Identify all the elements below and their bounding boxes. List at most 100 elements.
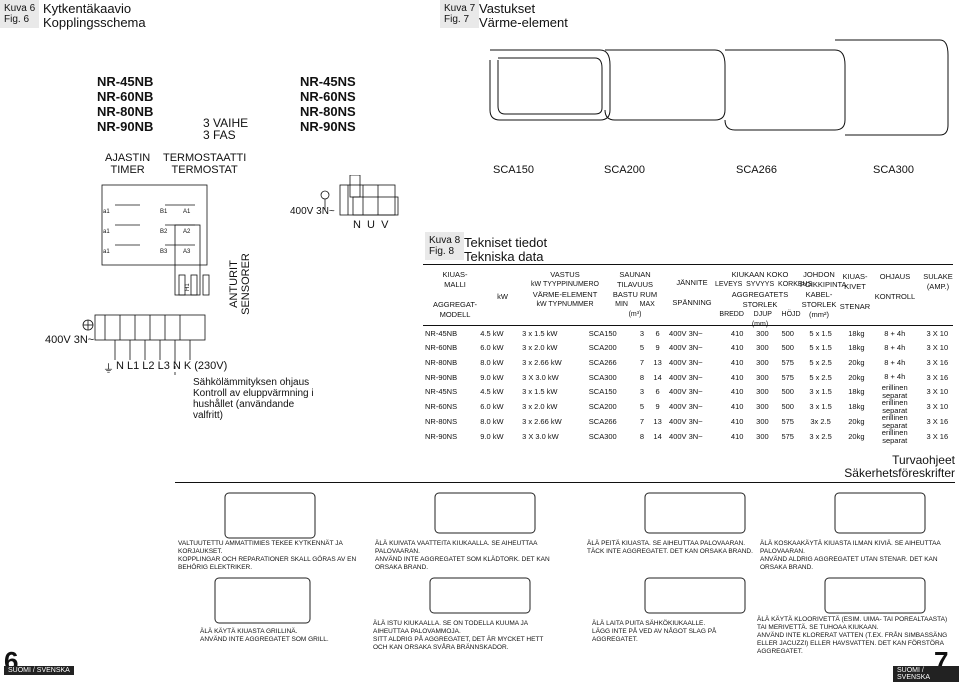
svg-text:A3: A3 (183, 249, 191, 255)
table-cell: 410 (730, 387, 744, 397)
element-label-sca266: SCA266 (736, 164, 777, 176)
header-vastus: VASTUS kW TYYPPINUMERO VÄRME-ELEMENT kW … (520, 270, 610, 310)
table-cell: 300 (756, 432, 769, 442)
table-cell: 8 + 4h (884, 357, 906, 367)
header-model: KIUAS- MALLI AGGREGAT- MODELL (432, 270, 478, 319)
table-cell: 3 x 2.0 kW (522, 402, 558, 412)
table-cell: 13 (653, 357, 662, 367)
table-cell: NR-80NS (425, 417, 458, 427)
phase-label: 3 VAIHE 3 FAS (203, 116, 249, 142)
table-cell: 8.0 kW (480, 357, 504, 367)
table-cell: 300 (756, 417, 769, 427)
header-sauna-fi: SAUNAN TILAVUUS (616, 270, 654, 289)
table-cell: 3 X 16 (926, 417, 949, 427)
header-varme: VÄRME-ELEMENT (532, 290, 598, 299)
table-cell: NR-60NS (425, 402, 458, 412)
table-cell: 575 (781, 372, 794, 382)
table-cell: erillinen separat (881, 413, 908, 430)
table-cell: 3 X 3.0 kW (522, 372, 559, 382)
table-cell: 4.5 kW (480, 387, 504, 397)
elements-title: Vastukset Värme-element (479, 2, 568, 30)
table-cell: 3 X 10 (926, 402, 949, 412)
svg-text:B3: B3 (160, 249, 168, 255)
table-cell: 9 (655, 402, 660, 412)
table-cell: 410 (730, 372, 744, 382)
table-cell: 410 (730, 343, 744, 353)
elements-title-fi: Vastukset (479, 1, 536, 16)
wiring-title-fi: Kytkentäkaavio (43, 1, 132, 16)
table-cell: 3 X 10 (926, 387, 949, 397)
tech-title-sv: Tekniska data (464, 249, 544, 264)
svg-text:B1: B1 (160, 209, 168, 215)
table-cell: 6 (655, 387, 660, 397)
voltage-top: 400V 3N~ (290, 206, 335, 217)
table-cell: 400V 3N~ (669, 417, 703, 427)
table-cell: 8.0 kW (480, 417, 504, 427)
heating-elements-drawing (489, 39, 949, 136)
table-cell: 575 (781, 432, 794, 442)
table-cell: erillinen separat (881, 428, 908, 445)
table-cell: 3 x 2.0 kW (522, 343, 558, 353)
table-cell: NR-45NB (425, 328, 458, 338)
table-cell: 5 (639, 402, 644, 412)
table-cell: 410 (730, 357, 744, 367)
ground-icon: ⏚ (103, 363, 114, 375)
table-cell: 8 (639, 432, 644, 442)
table-cell: 3x 2.5 (810, 417, 831, 427)
table-cell: 3 x 2.66 kW (522, 357, 562, 367)
warning-electrician: VALTUUTETTU AMMATTIMIES TEKEE KYTKENNÄT … (178, 540, 357, 571)
table-cell: 410 (730, 328, 744, 338)
table-cell: 300 (756, 343, 769, 353)
header-kiukaan: KIUKAAN KOKO (731, 270, 789, 279)
table-cell: 410 (730, 402, 744, 412)
table-cell: 400V 3N~ (669, 402, 703, 412)
table-cell: 3 X 10 (926, 343, 949, 353)
table-cell: 300 (756, 372, 769, 382)
table-cell: 3 x 1.5 kW (522, 328, 558, 338)
safety-rule (175, 482, 955, 483)
sensors-text: ANTURIT SENSORER (228, 253, 252, 315)
table-cell: NR-60NB (425, 343, 458, 353)
header-cable: JOHDON POIKKIPINTA KABEL- STORLEK (mm²) (800, 270, 847, 320)
warning-clothes: ÄLÄ KUIVATA VAATTEITA KIUKAALLA. SE AIHE… (375, 540, 550, 571)
table-cell: 500 (781, 402, 794, 412)
table-cell: 3 X 16 (926, 372, 949, 382)
table-cell: 410 (730, 417, 744, 427)
table-cell: 6.0 kW (480, 343, 504, 353)
table-cell: 8 + 4h (884, 372, 906, 382)
table-cell: NR-90NB (425, 372, 458, 382)
table-cell: 3 x 1.5 (809, 387, 832, 397)
table-cell: 8 + 4h (884, 328, 906, 338)
header-mm2: (mm²) (809, 310, 829, 319)
table-cell: SCA150 (588, 328, 617, 338)
svg-text:a1: a1 (103, 209, 110, 215)
warning-wood: ÄLÄ LAITA PUITA SÄHKÖKIUKAALLE. LÄGG INT… (592, 620, 717, 643)
figure-7-tag: Kuva 7 Fig. 7 (440, 0, 480, 28)
table-cell: SCA300 (588, 372, 617, 382)
header-stones: KIUAS- KIVET STENAR (839, 272, 871, 311)
table-cell: 5 x 2.5 (809, 372, 832, 382)
nuv-terminals: N U V (353, 219, 389, 231)
figure-8-tag: Kuva 8 Fig. 8 (425, 232, 465, 260)
warning-chlorine: ÄLÄ KÄYTÄ KLOORIVETTÄ (ESIM. UIMA- TAI P… (757, 616, 948, 655)
table-cell: 410 (730, 432, 744, 442)
table-cell: 9.0 kW (480, 432, 504, 442)
svg-text:A2: A2 (183, 229, 191, 235)
control-note: Sähkölämmityksen ohjaus Kontroll av elup… (193, 377, 314, 421)
svg-text:H1: H1 (185, 283, 191, 291)
header-kw: kW (497, 292, 508, 301)
table-header-box (423, 264, 953, 326)
table-cell: 3 x 2.66 kW (522, 417, 562, 427)
svg-text:B2: B2 (160, 229, 168, 235)
table-cell: 6 (655, 328, 660, 338)
table-cell: 13 (653, 417, 662, 427)
table-cell: 3 (639, 387, 644, 397)
table-cell: 4.5 kW (480, 328, 504, 338)
